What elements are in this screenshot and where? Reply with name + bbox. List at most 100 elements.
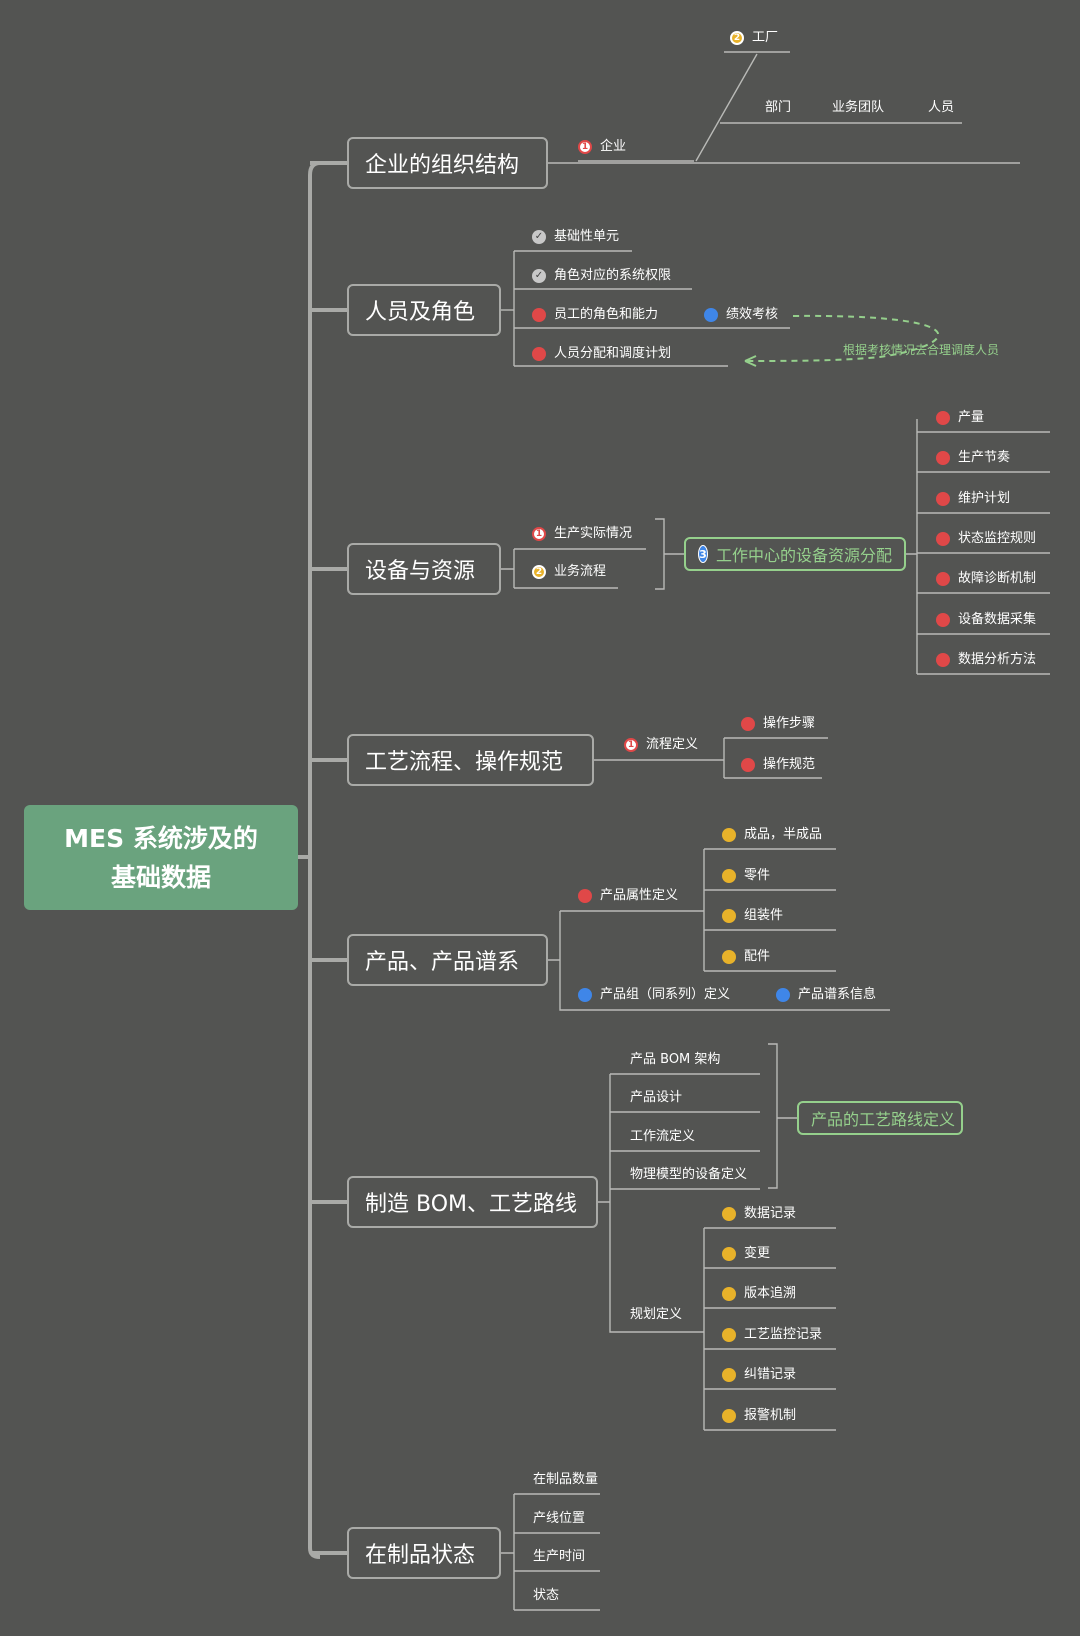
node-process-monitor-record[interactable]: 工艺监控记录 <box>722 1326 822 1344</box>
node-workcenter-allocation[interactable]: 3 工作中心的设备资源分配 <box>684 537 906 571</box>
node-output[interactable]: 产量 <box>936 409 984 427</box>
node-production-rhythm[interactable]: 生产节奏 <box>936 449 1010 467</box>
node-process-route[interactable]: 产品的工艺路线定义 <box>797 1101 963 1135</box>
yellow-dot-icon <box>722 1207 736 1221</box>
node-data-record-label: 数据记录 <box>744 1206 797 1221</box>
node-status[interactable]: 状态 <box>533 1587 559 1605</box>
root-title-line2: 基础数据 <box>110 862 211 892</box>
priority-1-icon: 1 <box>578 140 592 154</box>
yellow-dot-icon <box>722 869 736 883</box>
node-factory[interactable]: 2 工厂 <box>730 29 778 47</box>
red-dot-icon <box>532 347 546 361</box>
node-process-monitor-record-label: 工艺监控记录 <box>744 1327 823 1342</box>
node-process-definition[interactable]: 1 流程定义 <box>624 736 698 754</box>
node-process-definition-label: 流程定义 <box>646 737 699 752</box>
red-dot-icon <box>936 492 950 506</box>
node-kpi[interactable]: 绩效考核 <box>704 306 778 324</box>
node-role-permission[interactable]: ✓ 角色对应的系统权限 <box>532 267 671 285</box>
branch-equipment[interactable]: 设备与资源 <box>347 543 501 595</box>
node-operation-steps[interactable]: 操作步骤 <box>741 715 815 733</box>
node-accessories[interactable]: 配件 <box>722 948 770 966</box>
root-title-line1: MES 系统涉及的 <box>64 823 258 853</box>
red-dot-icon <box>532 308 546 322</box>
node-physical-model[interactable]: 物理模型的设备定义 <box>630 1166 747 1184</box>
node-business-team[interactable]: 业务团队 <box>832 99 884 117</box>
bom-lines <box>598 1074 704 1333</box>
product-lines <box>548 911 890 1011</box>
node-product-attribute[interactable]: 产品属性定义 <box>578 887 678 905</box>
node-assembly-label: 组装件 <box>744 908 784 923</box>
node-alarm[interactable]: 报警机制 <box>722 1407 796 1425</box>
yellow-dot-icon <box>722 1247 736 1261</box>
org-factory-link <box>695 53 758 162</box>
branch-product[interactable]: 产品、产品谱系 <box>347 934 548 986</box>
node-business-team-label: 业务团队 <box>832 100 885 115</box>
branch-wip[interactable]: 在制品状态 <box>347 1527 501 1579</box>
node-business-process[interactable]: 2 业务流程 <box>532 563 606 581</box>
node-actual-production[interactable]: 1 生产实际情况 <box>532 525 632 543</box>
branch-people[interactable]: 人员及角色 <box>347 284 501 336</box>
bom-route-bracket <box>768 1043 797 1189</box>
node-role-ability-label: 员工的角色和能力 <box>554 307 659 322</box>
blue-dot-icon <box>578 988 592 1002</box>
node-role-ability[interactable]: 员工的角色和能力 <box>532 306 658 324</box>
branch-product-label: 产品、产品谱系 <box>365 950 520 975</box>
node-business-process-label: 业务流程 <box>554 564 607 579</box>
node-data-collection[interactable]: 设备数据采集 <box>936 611 1036 629</box>
yellow-dot-icon <box>722 1287 736 1301</box>
node-personnel[interactable]: 人员 <box>928 99 954 117</box>
node-product-design[interactable]: 产品设计 <box>630 1089 682 1107</box>
node-planning-definition-label: 规划定义 <box>630 1307 683 1322</box>
node-error-correction[interactable]: 纠错记录 <box>722 1366 796 1384</box>
node-data-record[interactable]: 数据记录 <box>722 1205 796 1223</box>
node-version-trace[interactable]: 版本追溯 <box>722 1285 796 1303</box>
branch-bom[interactable]: 制造 BOM、工艺路线 <box>347 1176 598 1228</box>
node-kpi-label: 绩效考核 <box>726 307 779 322</box>
arrow-head <box>744 355 757 367</box>
branch-process[interactable]: 工艺流程、操作规范 <box>347 734 594 786</box>
node-assembly[interactable]: 组装件 <box>722 907 783 925</box>
node-operation-spec[interactable]: 操作规范 <box>741 756 815 774</box>
node-planning-definition[interactable]: 规划定义 <box>630 1306 682 1324</box>
node-accessories-label: 配件 <box>744 949 771 964</box>
node-bom-architecture[interactable]: 产品 BOM 架构 <box>630 1051 720 1069</box>
node-operation-steps-label: 操作步骤 <box>763 716 816 731</box>
schedule-dashed-arrow <box>744 314 940 362</box>
node-department[interactable]: 部门 <box>765 99 791 117</box>
node-maintenance-plan-label: 维护计划 <box>958 491 1011 506</box>
red-dot-icon <box>936 451 950 465</box>
node-parts[interactable]: 零件 <box>722 867 770 885</box>
node-finished-goods[interactable]: 成品，半成品 <box>722 826 822 844</box>
node-maintenance-plan[interactable]: 维护计划 <box>936 490 1010 508</box>
node-staff-schedule[interactable]: 人员分配和调度计划 <box>532 345 671 363</box>
red-dot-icon <box>741 717 755 731</box>
node-data-analysis-label: 数据分析方法 <box>958 652 1037 667</box>
node-product-lineage-label: 产品谱系信息 <box>798 987 877 1002</box>
branch-org[interactable]: 企业的组织结构 <box>347 137 548 189</box>
node-line-position[interactable]: 产线位置 <box>533 1510 585 1528</box>
node-workcenter-allocation-label: 工作中心的设备资源分配 <box>715 546 892 565</box>
node-fault-diagnosis-label: 故障诊断机制 <box>958 571 1037 586</box>
node-basic-unit[interactable]: ✓ 基础性单元 <box>532 228 619 246</box>
node-change[interactable]: 变更 <box>722 1245 770 1263</box>
node-product-lineage[interactable]: 产品谱系信息 <box>776 986 876 1004</box>
node-staff-schedule-label: 人员分配和调度计划 <box>554 346 672 361</box>
node-workflow-definition[interactable]: 工作流定义 <box>630 1128 695 1146</box>
node-process-route-label: 产品的工艺路线定义 <box>811 1110 956 1129</box>
node-product-attribute-label: 产品属性定义 <box>600 888 679 903</box>
blue-dot-icon <box>704 308 718 322</box>
node-status-monitor[interactable]: 状态监控规则 <box>936 530 1036 548</box>
branch-equipment-label: 设备与资源 <box>365 559 476 584</box>
node-enterprise[interactable]: 1 企业 <box>578 138 626 156</box>
priority-3-icon: 3 <box>698 545 708 563</box>
node-wip-quantity[interactable]: 在制品数量 <box>533 1471 598 1489</box>
red-dot-icon <box>936 653 950 667</box>
yellow-dot-icon <box>722 1409 736 1423</box>
node-product-group[interactable]: 产品组（同系列）定义 <box>578 986 730 1004</box>
node-production-time[interactable]: 生产时间 <box>533 1548 585 1566</box>
node-data-analysis[interactable]: 数据分析方法 <box>936 651 1036 669</box>
branch-wip-label: 在制品状态 <box>365 1543 476 1568</box>
node-fault-diagnosis[interactable]: 故障诊断机制 <box>936 570 1036 588</box>
root-node[interactable]: MES 系统涉及的 基础数据 <box>24 805 298 910</box>
